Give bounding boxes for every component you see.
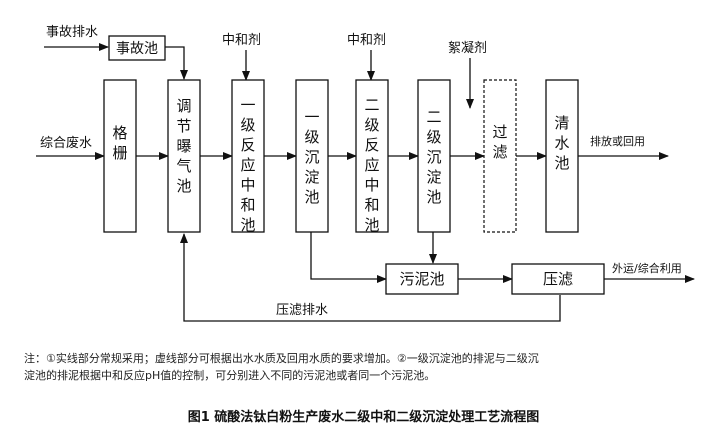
neutralizer-1-label: 中和剂 bbox=[222, 33, 261, 48]
primary-neutralization-tank-box bbox=[231, 79, 265, 233]
primary-neutralization-tank-label: 一级反应中和池 bbox=[240, 96, 255, 234]
emergency-discharge-label: 事故排水 bbox=[46, 25, 98, 40]
note-line-2: 淀池的排泥根据中和反应pH值的控制，可分别进入不同的污泥池或者同一个污泥池。 bbox=[24, 369, 436, 382]
grid-box bbox=[103, 79, 137, 233]
emergency-pool-label: 事故池 bbox=[116, 41, 158, 57]
clear-water-tank-box bbox=[545, 79, 579, 233]
regulating-aeration-tank-label: 调节曝气池 bbox=[176, 97, 191, 195]
secondary-neutralization-tank-label: 二级反应中和池 bbox=[364, 96, 379, 234]
primary-sedimentation-tank-box bbox=[295, 79, 329, 233]
external-transport-label: 外运/综合利用 bbox=[612, 261, 682, 275]
flow-connectors bbox=[36, 43, 695, 322]
secondary-neutralization-tank-box bbox=[355, 79, 389, 233]
filter-press-box bbox=[511, 263, 605, 295]
filter-press-label: 压滤 bbox=[543, 270, 573, 288]
note-line-1: 注：①实线部分常规采用；虚线部分可根据出水水质及回用水质的要求增加。②一级沉淀池… bbox=[24, 352, 539, 365]
filtration-unit-label: 过滤 bbox=[492, 123, 507, 161]
flow-labels: 事故排水 中和剂 中和剂 絮凝剂 综合废水 排放或回用 外运/综合利用 压滤排水 bbox=[40, 25, 682, 318]
filtration-unit-box bbox=[483, 79, 517, 233]
sludge-tank-box bbox=[385, 263, 459, 295]
regulating-aeration-tank-box bbox=[167, 79, 201, 233]
arrow-emergency-to-regulating bbox=[165, 46, 188, 80]
press-filtrate-label: 压滤排水 bbox=[276, 303, 328, 318]
flocculant-label: 絮凝剂 bbox=[448, 40, 487, 56]
process-flow-diagram: 事故池 格栅 调节曝气池 一级反应中和池 一级沉淀池 二级反应中和池 二级沉淀池… bbox=[36, 25, 695, 322]
primary-sedimentation-tank-label: 一级沉淀池 bbox=[304, 108, 319, 206]
discharge-or-reuse-label: 排放或回用 bbox=[590, 134, 645, 148]
clear-water-tank-label: 清水池 bbox=[554, 114, 569, 172]
figure-caption: 图1 硫酸法钛白粉生产废水二级中和二级沉淀处理工艺流程图 bbox=[187, 410, 540, 425]
secondary-sedimentation-tank-label: 二级沉淀池 bbox=[426, 108, 441, 206]
sludge-tank-label: 污泥池 bbox=[399, 270, 444, 288]
secondary-sedimentation-tank-box bbox=[417, 79, 451, 233]
arrow-sedimentation1-to-sludge bbox=[310, 232, 387, 283]
process-units: 事故池 格栅 调节曝气池 一级反应中和池 一级沉淀池 二级反应中和池 二级沉淀池… bbox=[103, 35, 605, 295]
diagram-note: 注：①实线部分常规采用；虚线部分可根据出水水质及回用水质的要求增加。②一级沉淀池… bbox=[24, 350, 714, 384]
emergency-pool-box bbox=[108, 35, 166, 61]
neutralizer-2-label: 中和剂 bbox=[347, 33, 386, 48]
inflow-label: 综合废水 bbox=[40, 135, 92, 151]
grid-label: 格栅 bbox=[112, 124, 127, 162]
arrow-press-filtrate-return bbox=[180, 233, 561, 322]
